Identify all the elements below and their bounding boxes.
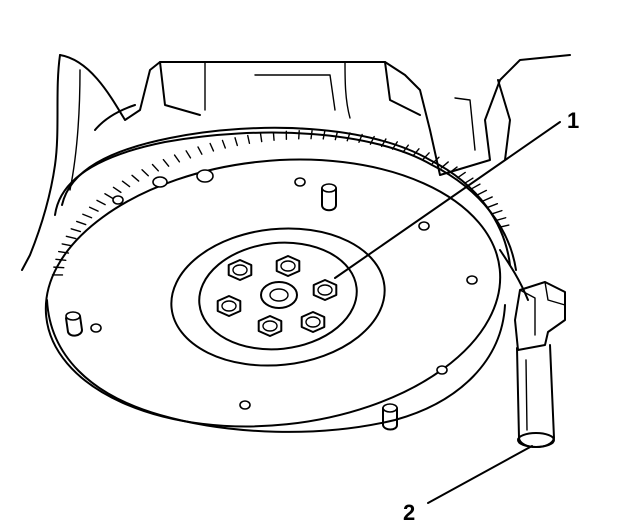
- gear-tooth: [221, 139, 226, 149]
- gear-tooth: [96, 199, 106, 206]
- gear-tooth: [448, 166, 458, 174]
- gear-tooth: [151, 163, 159, 172]
- gear-tooth: [487, 202, 499, 208]
- gear-tooth: [82, 213, 93, 219]
- engine-block: [21, 54, 571, 301]
- gear-tooth: [310, 129, 313, 140]
- gear-tooth: [464, 177, 474, 184]
- flywheel-bolt: [312, 279, 338, 301]
- gear-tooth: [482, 196, 493, 202]
- flywheel-hole: [152, 176, 168, 188]
- gear-tooth: [197, 146, 203, 155]
- gear-tooth: [162, 158, 170, 167]
- flywheel-bolt: [275, 255, 301, 277]
- dowel-pin: [382, 403, 398, 431]
- gear-tooth: [247, 134, 251, 145]
- gear-tooth: [369, 135, 375, 145]
- gear-tooth: [358, 133, 363, 143]
- gear-tooth: [334, 131, 339, 141]
- crankshaft-center: [260, 281, 298, 309]
- gear-tooth: [209, 142, 215, 152]
- gear-tooth: [456, 171, 466, 179]
- gear-tooth: [141, 169, 149, 177]
- gear-tooth: [422, 152, 430, 161]
- flywheel-hole: [294, 177, 306, 187]
- gear-tooth: [440, 161, 449, 169]
- flywheel-bolt: [300, 311, 326, 333]
- gear-tooth: [380, 138, 387, 148]
- gear-tooth: [259, 132, 263, 143]
- gear-tooth: [88, 206, 99, 212]
- flywheel-hole: [239, 400, 251, 410]
- flywheel-bolt: [257, 315, 283, 337]
- gear-tooth: [322, 130, 326, 140]
- gear-tooth: [53, 266, 65, 269]
- gear-tooth: [498, 224, 510, 228]
- gear-tooth: [477, 189, 488, 196]
- dowel-pin: [65, 311, 83, 337]
- flywheel-bolt: [216, 295, 242, 317]
- gear-tooth: [185, 150, 192, 159]
- gear-tooth: [491, 209, 503, 215]
- flywheel-hole: [466, 275, 478, 285]
- gear-tooth: [104, 193, 114, 200]
- gear-tooth: [234, 137, 239, 147]
- callout-2: 2: [403, 445, 533, 525]
- gear-tooth: [61, 243, 73, 247]
- callout-1: 1: [334, 108, 579, 279]
- gear-tooth: [131, 174, 140, 182]
- flywheel-hole: [112, 195, 124, 205]
- gear-tooth: [173, 154, 181, 163]
- dowel-pin: [321, 183, 337, 212]
- gear-tooth: [112, 186, 122, 194]
- gear-tooth: [412, 148, 420, 157]
- gear-tooth: [70, 228, 82, 233]
- flywheel: [44, 158, 506, 433]
- gear-tooth: [65, 235, 77, 240]
- callout-1-label: 1: [567, 108, 579, 133]
- ring-gear: [51, 126, 517, 276]
- callout-2-label: 2: [403, 500, 415, 525]
- gear-tooth: [431, 156, 440, 165]
- gear-tooth: [470, 183, 481, 190]
- flywheel-bolts: [216, 255, 338, 337]
- gear-tooth: [402, 144, 410, 153]
- gear-tooth: [75, 220, 87, 226]
- gear-tooth: [346, 132, 351, 142]
- flywheel-bolt: [227, 259, 253, 281]
- flywheel-hole: [90, 323, 102, 333]
- flywheel-holding-tool: [514, 281, 566, 448]
- flywheel-hole: [436, 365, 448, 375]
- flywheel-hole: [196, 169, 214, 183]
- gear-tooth: [391, 141, 398, 150]
- flywheel-hole: [418, 221, 430, 231]
- gear-tooth: [495, 217, 507, 222]
- gear-tooth: [272, 131, 275, 141]
- gear-tooth: [121, 180, 131, 188]
